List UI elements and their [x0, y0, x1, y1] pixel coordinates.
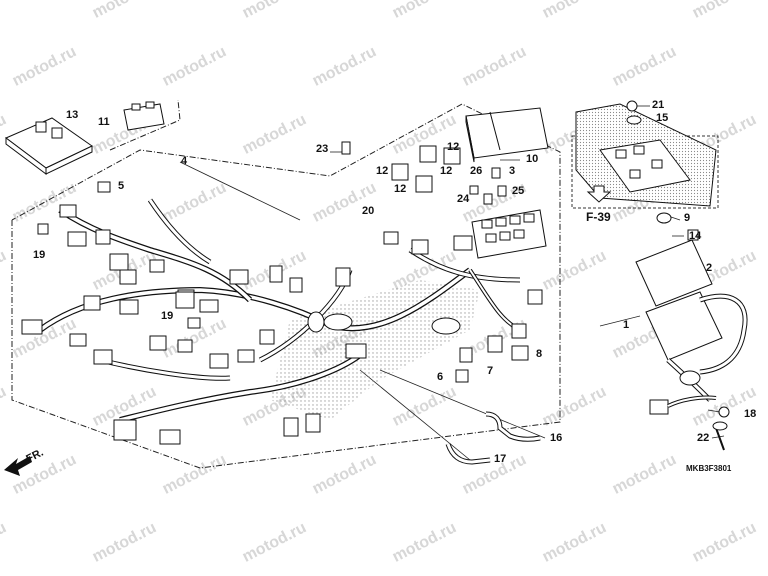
callout-4: 4	[181, 155, 188, 167]
callout-23: 23	[316, 143, 329, 155]
harness-group-outline	[11, 99, 561, 469]
callout-2: 2	[706, 262, 713, 274]
drawing-code: MKB3F3801	[686, 464, 732, 473]
callout-15: 15	[656, 112, 669, 124]
callout-21: 21	[652, 99, 665, 111]
callout-12-c: 12	[447, 141, 460, 153]
leader-lines	[179, 105, 725, 461]
callout-22: 22	[697, 432, 710, 444]
callout-13: 13	[66, 109, 79, 121]
callout-6: 6	[437, 371, 444, 383]
connector-11	[123, 101, 165, 131]
frame-shadow	[270, 280, 480, 420]
relays	[391, 145, 461, 193]
callout-3: 3	[509, 165, 516, 177]
fuse-box-10	[465, 107, 549, 163]
callout-18: 18	[744, 408, 757, 420]
callout-16: 16	[550, 432, 563, 444]
regulator-assembly	[635, 239, 748, 415]
callout-10: 10	[526, 153, 539, 165]
clamps	[445, 411, 541, 465]
callout-12-b: 12	[394, 183, 407, 195]
callout-17: 17	[494, 453, 507, 465]
bracket-detail	[575, 103, 717, 207]
callout-19-left: 19	[33, 249, 46, 261]
callout-1: 1	[623, 319, 630, 331]
hardware	[37, 100, 730, 451]
callout-26: 26	[470, 165, 483, 177]
callout-12-a: 12	[376, 165, 389, 177]
sensors	[307, 311, 461, 359]
callout-8: 8	[536, 348, 543, 360]
callout-9: 9	[684, 212, 691, 224]
callout-14: 14	[689, 230, 702, 242]
module-13	[5, 117, 93, 175]
callout-7: 7	[487, 365, 494, 377]
callout-12-d: 12	[440, 165, 453, 177]
callout-25: 25	[512, 185, 525, 197]
fuses	[469, 167, 507, 205]
callout-20: 20	[362, 205, 375, 217]
callout-24: 24	[457, 193, 470, 205]
callout-11: 11	[98, 116, 110, 128]
fr-arrow-icon	[4, 456, 32, 476]
callout-5: 5	[118, 180, 125, 192]
ref-arrow-icon	[586, 185, 612, 203]
callout-19-center: 19	[161, 310, 174, 322]
connectors	[21, 204, 543, 445]
junction-box	[471, 209, 547, 259]
page-reference: F-39	[586, 210, 611, 224]
